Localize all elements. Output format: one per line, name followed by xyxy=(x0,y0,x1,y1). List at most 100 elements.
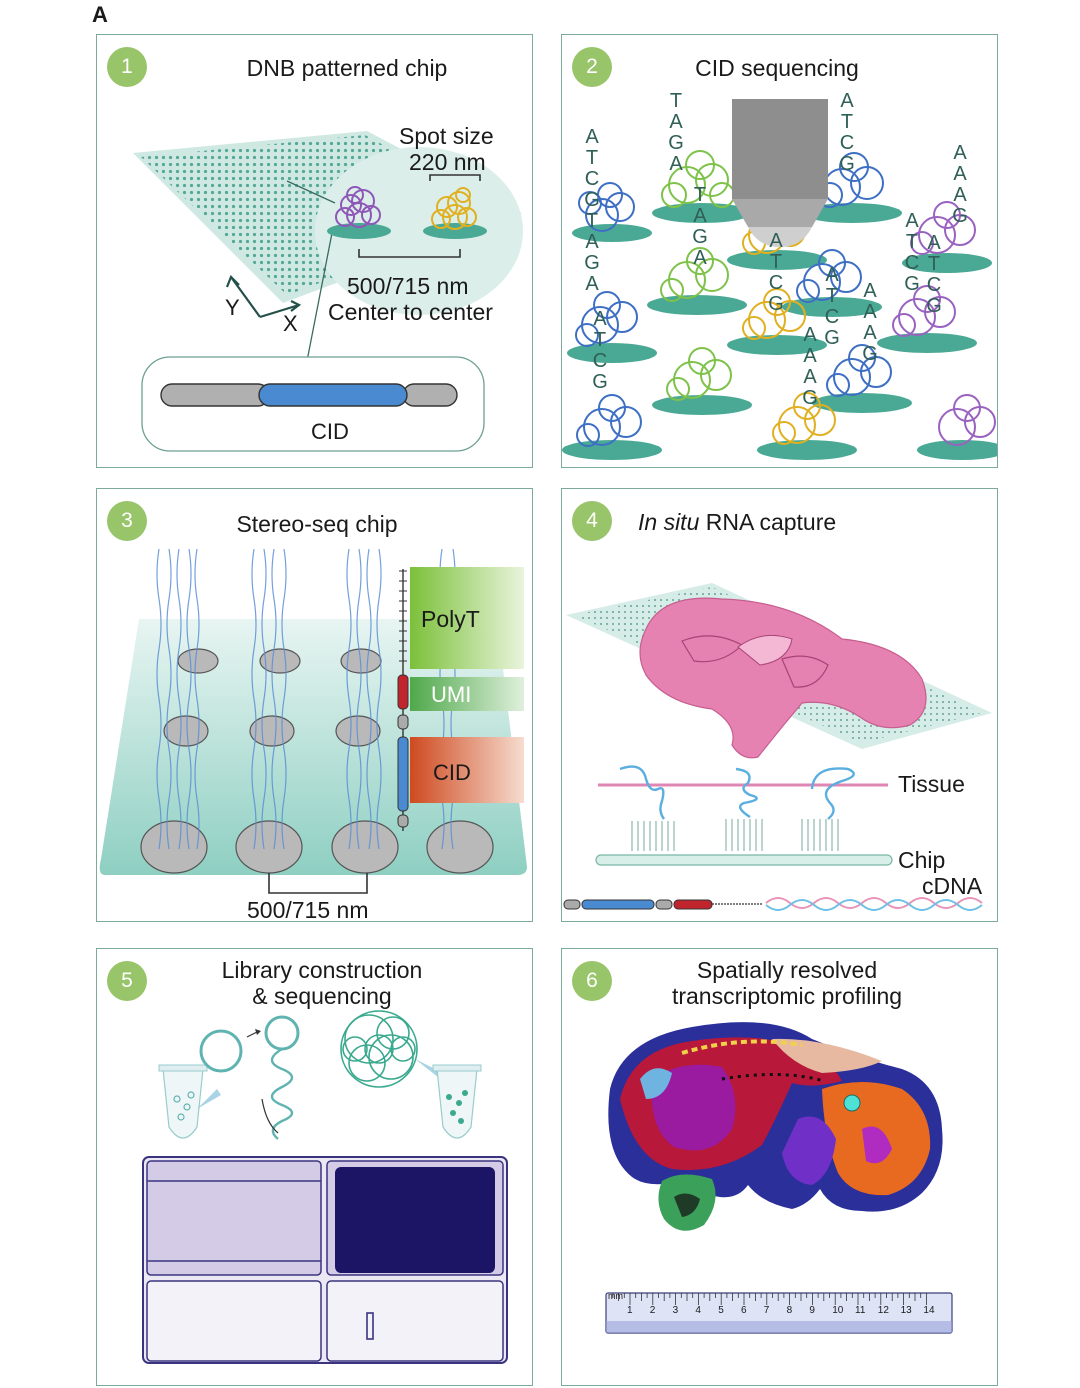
base-letter: A xyxy=(585,231,599,253)
base-letter: G xyxy=(584,252,600,274)
panel-title: Stereo-seq chip xyxy=(236,511,398,537)
panel-library-construction: 5 Library construction & sequencing xyxy=(96,948,533,1386)
dnb-chip-illustration xyxy=(133,131,523,452)
circular-dna xyxy=(199,1029,243,1073)
base-letter: C xyxy=(592,350,608,372)
base-letter: T xyxy=(905,231,919,253)
base-letter: T xyxy=(693,184,707,206)
cid-sequencing-illustration xyxy=(562,99,997,460)
base-letter: T xyxy=(825,285,839,307)
cdna-label: cDNA xyxy=(922,873,983,899)
base-letter: A xyxy=(669,111,683,133)
step-badge-3: 3 xyxy=(107,501,147,541)
ruler-tick-label: 13 xyxy=(900,1305,912,1316)
base-letter: G xyxy=(592,371,608,393)
base-letter: T xyxy=(840,111,854,133)
ruler-unit-label: mm xyxy=(608,1291,623,1301)
ruler-tick-label: 9 xyxy=(809,1305,815,1316)
base-letter: T xyxy=(669,90,683,112)
tissue-label: Tissue xyxy=(898,771,965,797)
base-letter: G xyxy=(952,205,968,227)
pitch-description: Center to center xyxy=(328,299,493,325)
dnb-purple xyxy=(335,186,381,228)
cid-band xyxy=(410,737,524,803)
base-letter: A xyxy=(863,301,877,323)
panel-title-line1: Library construction xyxy=(221,957,423,983)
pitch-value: 500/715 nm xyxy=(347,273,469,299)
base-letter: A xyxy=(863,322,877,344)
base-letter: A xyxy=(803,366,817,388)
base-letter: A xyxy=(905,210,919,232)
cid-label: CID xyxy=(433,760,471,785)
axis-x-label: X xyxy=(283,311,298,336)
step-badge-1: 1 xyxy=(107,47,147,87)
base-letter: T xyxy=(769,251,783,273)
panel-title-line1: Spatially resolved xyxy=(696,957,878,983)
panel-title: CID sequencing xyxy=(695,55,859,81)
ruler-tick-label: 3 xyxy=(672,1305,679,1316)
step-badge-4: 4 xyxy=(572,501,612,541)
base-letter: A xyxy=(953,184,967,206)
ruler-tick-label: 5 xyxy=(718,1305,724,1316)
panel-title-line2: transcriptomic profiling xyxy=(671,983,903,1009)
base-letter: A xyxy=(593,308,607,330)
ruler-ticks xyxy=(612,1293,927,1305)
base-letter: C xyxy=(584,168,600,190)
tube-left-icon xyxy=(158,1064,208,1139)
base-letter: G xyxy=(839,153,855,175)
dnb-yellow xyxy=(431,187,477,230)
base-letter: G xyxy=(768,293,784,315)
tube-right-icon xyxy=(432,1064,482,1139)
polyt-label: PolyT xyxy=(421,606,480,632)
library-construction-illustration xyxy=(142,1010,508,1364)
ruler-tick-label: 10 xyxy=(832,1305,844,1316)
base-letter: T xyxy=(585,147,599,169)
chip-label: Chip xyxy=(898,847,946,873)
base-letter: A xyxy=(840,90,854,112)
ruler-tick-label: 11 xyxy=(855,1305,866,1316)
base-letter: A xyxy=(953,163,967,185)
panel-in-situ-capture: 4 In situ RNA capture Tissue Chip cDNA xyxy=(561,488,998,922)
base-letter: G xyxy=(584,189,600,211)
ruler-tick-label: 1 xyxy=(627,1305,633,1316)
in-situ-capture-illustration xyxy=(563,583,992,911)
pitch-label: 500/715 nm xyxy=(247,897,369,922)
base-letter: A xyxy=(863,280,877,302)
base-letter: G xyxy=(926,295,942,317)
base-letter: C xyxy=(904,252,920,274)
step-badge-5: 5 xyxy=(107,961,147,1001)
umi-label: UMI xyxy=(431,682,472,707)
umi-band xyxy=(410,677,524,711)
spot-size-label: Spot size xyxy=(399,123,494,149)
base-letter: G xyxy=(668,132,684,154)
base-letter: G xyxy=(824,327,840,349)
panel-title: In situ RNA capture xyxy=(638,509,858,535)
title-rest: RNA capture xyxy=(699,509,837,535)
base-letter: T xyxy=(593,329,607,351)
base-letter: A xyxy=(693,205,707,227)
cid-label: CID xyxy=(311,419,349,444)
panel-stereo-seq-chip: 3 Stereo-seq chip PolyT UMI CID 500/715 … xyxy=(96,488,533,922)
base-letter: G xyxy=(862,343,878,365)
base-letter: A xyxy=(927,232,941,254)
zoom-bubble xyxy=(315,147,523,315)
stereo-seq-chip-illustration xyxy=(99,548,528,894)
dnb-ball xyxy=(340,1010,418,1088)
base-letter: A xyxy=(953,142,967,164)
sequencing-flowcell xyxy=(142,1156,508,1364)
base-letter: T xyxy=(927,253,941,275)
polyt-band xyxy=(410,567,524,669)
ruler-tick-label: 14 xyxy=(923,1305,935,1316)
figure-label: A xyxy=(92,2,108,27)
panel-dnb-chip: 1 DNB patterned chip Spot size 220 nm 50… xyxy=(96,34,533,468)
step-badge-2: 2 xyxy=(572,47,612,87)
ruler-tick-label: 4 xyxy=(695,1305,701,1316)
base-letter: C xyxy=(824,306,840,328)
ruler-tick-label: 2 xyxy=(649,1305,656,1316)
base-letter: G xyxy=(904,273,920,295)
base-letter: A xyxy=(769,230,783,252)
spot-size-value: 220 nm xyxy=(409,149,486,175)
ruler-tick-label: 12 xyxy=(877,1305,889,1316)
cid-bar xyxy=(258,383,408,407)
